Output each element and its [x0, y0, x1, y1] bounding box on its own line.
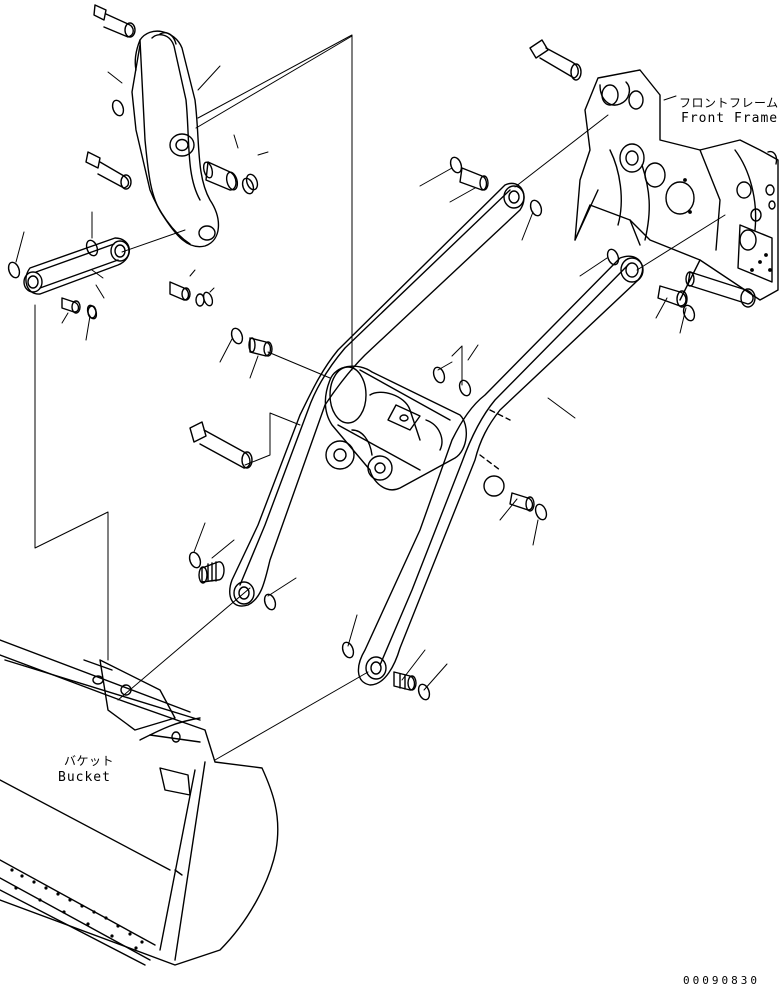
- center-pin: [189, 421, 253, 469]
- bucket: [0, 639, 279, 966]
- cross-tube: [324, 365, 467, 491]
- lift-arm-right: [357, 255, 644, 686]
- bellcrank-mid-pin: [85, 151, 132, 190]
- bell-crank: [131, 30, 220, 248]
- tilt-link-bushings: [61, 281, 205, 319]
- lower-bushing: [509, 492, 535, 512]
- rings-bellcrank: [7, 99, 259, 279]
- tilt-link: [23, 237, 130, 295]
- reference-lines: [15, 34, 726, 761]
- rings: [86, 156, 696, 701]
- drawing-number: 00090830: [683, 974, 760, 987]
- front-frame: [574, 69, 779, 301]
- bucket-label-en: Bucket: [58, 770, 111, 785]
- bellcrank-top-pin: [93, 4, 136, 38]
- spring-bushing-left: [198, 561, 225, 584]
- bucket-label-jp: バケット: [64, 754, 115, 768]
- spring-bushing-right: [393, 671, 417, 691]
- bellcrank-bushing: [202, 161, 239, 191]
- front-frame-leader: [663, 95, 677, 101]
- top-pin-frame: [529, 39, 582, 81]
- right-bushing: [657, 285, 688, 308]
- front-frame-label-en: Front Frame: [681, 111, 779, 126]
- bucket-rivets: [10, 868, 144, 950]
- front-frame-label-jp: フロントフレーム: [679, 96, 779, 110]
- upper-bushing: [459, 167, 489, 191]
- lift-arm-left: [229, 182, 525, 607]
- center-bushing: [248, 337, 273, 357]
